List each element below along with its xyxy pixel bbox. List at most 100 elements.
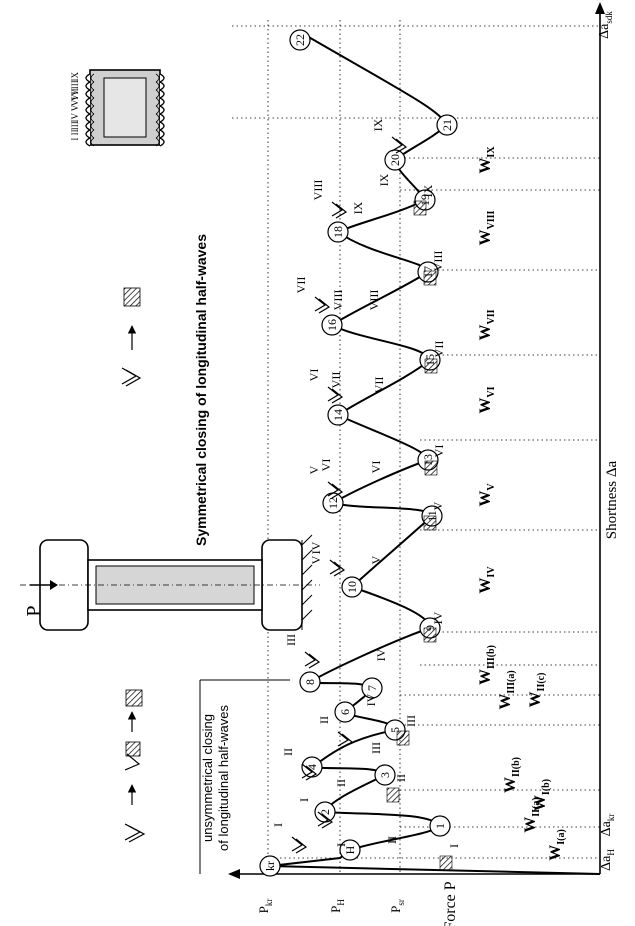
valley-fold-label-8: VIII <box>431 251 445 272</box>
slope-fold-label-4: III <box>369 742 383 754</box>
svg-text:2: 2 <box>318 809 332 815</box>
x-start-labels: ΔaH Δakr <box>599 814 616 871</box>
tube-fold-label-II: II <box>70 129 80 135</box>
slope-fold-label-5: IV <box>364 693 378 706</box>
svg-text:22: 22 <box>293 34 307 46</box>
unsymmetrical-mode-sketch <box>124 689 146 843</box>
peak-marker-20: 20 <box>384 149 406 171</box>
peak-fold-label-10: VIII <box>311 180 325 201</box>
valley-fold-label-3: III <box>404 715 418 727</box>
work-label-III(a): WIII(a) <box>497 670 517 709</box>
peak-marker-12: 12 <box>322 492 344 514</box>
peak-fold-label-4: II <box>317 716 331 724</box>
peak-marker-10: 10 <box>341 576 363 598</box>
x-end-label: Δasdk <box>597 11 614 39</box>
work-label-V: WV <box>477 483 497 507</box>
work-label-VI: WVI <box>477 386 497 413</box>
peak-marker-22: 22 <box>289 29 311 51</box>
valley-marker-H: H <box>339 839 361 861</box>
work-label-IV: WIV <box>477 566 497 594</box>
valley-marker-1: 1 <box>429 815 451 837</box>
tube-fold-label-IX: IX <box>70 72 80 82</box>
peak-marker-6: 6 <box>334 701 356 723</box>
y-axis-arrow <box>595 2 605 14</box>
work-label-I(b): WI(b) <box>532 779 552 811</box>
x-start-label-H: ΔaH <box>599 849 616 871</box>
tube-fold-label-VIII: VIII <box>70 80 80 96</box>
slope-fold-label-8: V <box>369 555 383 564</box>
peak-fold-label-6: IV <box>309 541 323 554</box>
y-axis-title: Force P <box>442 881 459 926</box>
svg-text:1: 1 <box>433 823 447 829</box>
svg-text:20: 20 <box>388 154 402 166</box>
symmetrical-mode-sketch <box>121 287 142 387</box>
slope-fold-label-2: II <box>385 836 399 844</box>
slope-fold-label-11: VII <box>329 372 343 389</box>
peak-fold-label-7: V <box>307 465 321 474</box>
work-label-I(a): WI(a) <box>547 829 567 861</box>
slope-fold-label-16: IX <box>377 173 391 186</box>
peak-fold-label-8: VI <box>307 369 321 382</box>
slope-fold-label-13: VIII <box>331 290 345 311</box>
peak-marker-16: 16 <box>321 314 343 336</box>
slope-fold-label-6: IV <box>374 648 388 661</box>
grid <box>232 20 600 874</box>
valley-fold-label-5: V <box>431 501 445 510</box>
peak-marker-14: 14 <box>327 404 349 426</box>
peak-fold-label-3: II <box>281 748 295 756</box>
slope-fold-label-7: V <box>309 555 323 564</box>
peak-marker-4: 4 <box>301 756 323 778</box>
work-label-IX: WIX <box>477 146 497 174</box>
valley-fold-label-2: II <box>394 774 408 782</box>
valley-fold-label-7: VII <box>432 341 446 358</box>
tube-fold-label-IV: IV <box>70 113 80 123</box>
svg-text:21: 21 <box>440 119 454 131</box>
svg-text:8: 8 <box>303 679 317 685</box>
peak-marker-18: 18 <box>327 221 349 243</box>
slope-fold-label-1: I <box>334 843 348 847</box>
peak-fold-label-2: I <box>297 798 311 802</box>
valley-marker-21: 21 <box>436 114 458 136</box>
work-label-VII: WVII <box>477 309 497 340</box>
x-axis-arrow <box>228 869 240 879</box>
svg-text:14: 14 <box>331 409 345 421</box>
svg-text:3: 3 <box>378 772 392 778</box>
svg-text:unsymmetrical closing: unsymmetrical closing <box>200 714 215 842</box>
peak-fold-label-11: IX <box>371 118 385 131</box>
valley-fold-label-1: I <box>447 844 461 848</box>
peak-fold-label-9: VII <box>294 277 308 294</box>
svg-text:10: 10 <box>345 581 359 593</box>
tube-fold-label-V: V <box>70 104 80 111</box>
slope-fold-label-12: VII <box>372 377 386 394</box>
unsymmetrical-region-title: unsymmetrical closing of longitudinal ha… <box>200 705 231 851</box>
slope-fold-label-3: II <box>334 779 348 787</box>
work-labels: WI(a)WII(a)WI(b)WII(b)WIII(a)WII(c)WIII(… <box>477 146 567 861</box>
fold-labels: IIIIIIIIIIVVVIVIIVIIIIXIIIIIIIVVVIVIIVII… <box>271 118 461 871</box>
valley-marker-3: 3 <box>374 764 396 786</box>
svg-text:16: 16 <box>325 319 339 331</box>
y-tick-sr: Psr <box>388 899 406 913</box>
valley-fold-label-6: VI <box>432 445 446 458</box>
y-tick-H: PH <box>328 899 346 913</box>
tube-fold-label-VI: VI <box>70 97 80 107</box>
x-axis-title: Shortness Δa <box>604 460 620 539</box>
svg-text:6: 6 <box>338 709 352 715</box>
x-start-label-kr: Δakr <box>599 814 616 837</box>
valley-fold-label-9: IX <box>421 184 435 197</box>
slope-fold-label-10: VI <box>369 461 383 474</box>
work-label-II(b): WII(b) <box>502 757 522 793</box>
svg-text:kr: kr <box>263 861 277 871</box>
peak-marker-2: 2 <box>314 801 336 823</box>
specimen-drawing: P <box>20 534 320 631</box>
symmetrical-region-title: Symmetrical closing of longitudinal half… <box>193 234 209 546</box>
svg-text:18: 18 <box>331 226 345 238</box>
svg-text:4: 4 <box>305 764 319 770</box>
work-label-III(b): WIII(b) <box>477 645 497 685</box>
valley-marker-7: 7 <box>361 677 383 699</box>
svg-text:H: H <box>343 845 357 854</box>
svg-text:5: 5 <box>388 727 402 733</box>
svg-text:7: 7 <box>365 685 379 691</box>
work-label-II(a): WII(a) <box>522 797 542 832</box>
